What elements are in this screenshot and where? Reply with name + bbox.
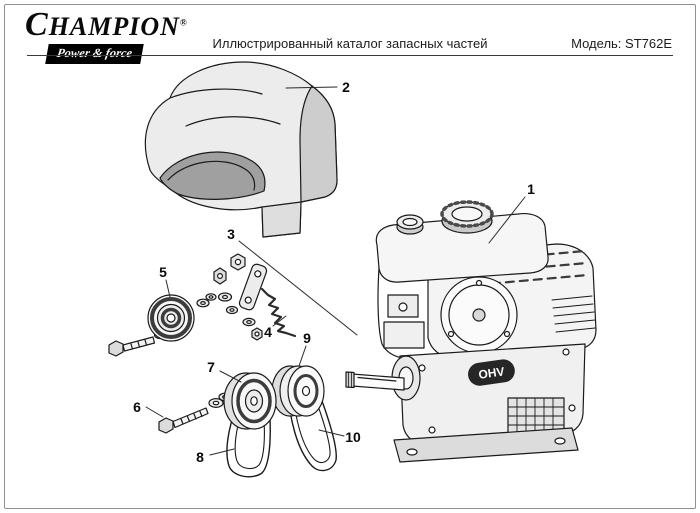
bolt-washer-set bbox=[158, 392, 232, 434]
recoil-starter bbox=[440, 276, 518, 354]
leader-line-5 bbox=[165, 279, 171, 298]
cylinder-fins bbox=[551, 295, 596, 333]
tagline-text: Power & force bbox=[55, 45, 134, 60]
callout-1: 1 bbox=[527, 181, 535, 197]
tension-spring bbox=[260, 287, 297, 338]
champion-logo: CHAMPION® Power & force bbox=[25, 7, 187, 64]
callout-leaders bbox=[145, 86, 526, 456]
leader-line-3 bbox=[238, 240, 358, 336]
model-label: Модель: ST762E bbox=[571, 36, 672, 51]
leader-line-4 bbox=[272, 315, 287, 327]
bracket-plate bbox=[238, 263, 268, 311]
oil-plug bbox=[396, 214, 424, 235]
belt-cover-opening bbox=[159, 151, 266, 200]
page-title: Иллюстрированный каталог запасных частей bbox=[212, 36, 488, 51]
muffler-grille bbox=[507, 397, 565, 435]
engine-illustration: OHV bbox=[345, 200, 597, 463]
belt-cover-illustration bbox=[144, 61, 338, 238]
leader-line-1 bbox=[488, 196, 526, 244]
drive-pulley bbox=[223, 372, 277, 430]
leader-line-8 bbox=[209, 448, 235, 456]
callout-numbers: 1 2 3 4 5 6 7 8 9 10 bbox=[133, 79, 535, 465]
ohv-label: OHV bbox=[478, 364, 506, 381]
callout-9: 9 bbox=[303, 330, 311, 346]
callout-4: 4 bbox=[264, 324, 272, 340]
registered-mark-icon: ® bbox=[179, 17, 187, 28]
callout-7: 7 bbox=[207, 359, 215, 375]
leader-line-9 bbox=[298, 345, 307, 367]
callout-8: 8 bbox=[196, 449, 204, 465]
mount-bracket-hardware bbox=[213, 253, 268, 341]
fuel-cap bbox=[440, 200, 494, 234]
ohv-badge: OHV bbox=[468, 359, 515, 386]
engine-base bbox=[393, 427, 579, 463]
brand-text: CHAMPION bbox=[25, 6, 180, 43]
crankshaft bbox=[345, 355, 421, 401]
leader-line-10 bbox=[318, 429, 345, 437]
brand-wordmark: CHAMPION® bbox=[25, 7, 187, 43]
leader-line-7 bbox=[219, 370, 242, 383]
idler-pulley-assembly bbox=[108, 293, 217, 357]
callout-2: 2 bbox=[342, 79, 350, 95]
leader-line-2 bbox=[285, 86, 338, 89]
header-divider bbox=[27, 55, 673, 56]
callout-3: 3 bbox=[227, 226, 235, 242]
callout-10: 10 bbox=[345, 429, 361, 445]
callout-5: 5 bbox=[159, 264, 167, 280]
callout-6: 6 bbox=[133, 399, 141, 415]
double-groove-pulley bbox=[271, 365, 325, 417]
leader-line-6 bbox=[145, 406, 164, 418]
brand-tagline: Power & force bbox=[45, 43, 144, 64]
